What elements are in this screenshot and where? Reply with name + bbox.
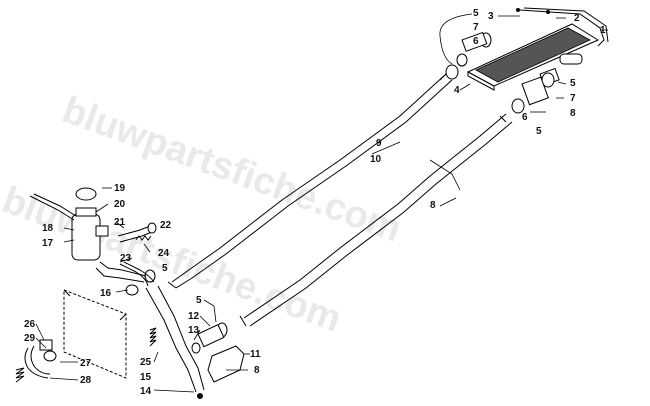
callout-19: 19 xyxy=(114,183,126,194)
callout-14: 14 xyxy=(140,386,152,397)
callout-7a: 7 xyxy=(473,22,479,33)
callout-16: 16 xyxy=(100,288,112,299)
leader-lines xyxy=(35,13,608,393)
vent-hose-assembly xyxy=(117,222,157,287)
callout-5e: 5 xyxy=(196,295,202,306)
drain-hose xyxy=(125,284,205,399)
callout-3: 3 xyxy=(488,11,494,22)
lower-fittings xyxy=(144,269,245,383)
callout-15: 15 xyxy=(140,372,152,383)
callout-5a: 5 xyxy=(473,8,479,19)
radiator-panel xyxy=(63,289,127,379)
callout-26: 26 xyxy=(24,319,36,330)
callout-8c: 8 xyxy=(254,365,260,376)
callout-20: 20 xyxy=(114,199,126,210)
callout-18: 18 xyxy=(42,223,54,234)
callout-7b: 7 xyxy=(570,93,576,104)
coolant-tube-lower xyxy=(239,113,513,327)
callout-22: 22 xyxy=(160,220,172,231)
callout-4: 4 xyxy=(454,85,460,96)
callout-11: 11 xyxy=(250,349,261,360)
callout-8b: 8 xyxy=(430,200,436,211)
heat-exchanger xyxy=(466,7,609,91)
callout-12: 12 xyxy=(188,311,200,322)
callout-21: 21 xyxy=(114,217,126,228)
callout-24: 24 xyxy=(158,248,170,259)
callout-23: 23 xyxy=(120,253,132,264)
callout-labels: 1 2 3 5 7 6 4 5 7 6 5 8 9 10 8 19 20 18 … xyxy=(24,8,606,397)
callout-13: 13 xyxy=(188,325,200,336)
callout-5b: 5 xyxy=(570,78,576,89)
callout-8a: 8 xyxy=(570,108,576,119)
callout-5c: 5 xyxy=(536,126,542,137)
callout-27: 27 xyxy=(80,358,92,369)
callout-6b: 6 xyxy=(522,112,528,123)
callout-17: 17 xyxy=(42,238,54,249)
callout-1: 1 xyxy=(600,25,606,36)
callout-10: 10 xyxy=(370,154,382,165)
callout-6a: 6 xyxy=(473,36,479,47)
callout-9: 9 xyxy=(376,138,382,149)
callout-29: 29 xyxy=(24,333,36,344)
coolant-tube-upper xyxy=(167,73,453,289)
callout-5d: 5 xyxy=(162,263,168,274)
callout-28: 28 xyxy=(80,375,92,386)
callout-25: 25 xyxy=(140,357,152,368)
upper-fittings xyxy=(445,31,583,114)
coolant-reservoir xyxy=(29,187,147,283)
callout-2: 2 xyxy=(574,13,580,24)
lower-hose-clamp-assembly xyxy=(15,339,57,383)
